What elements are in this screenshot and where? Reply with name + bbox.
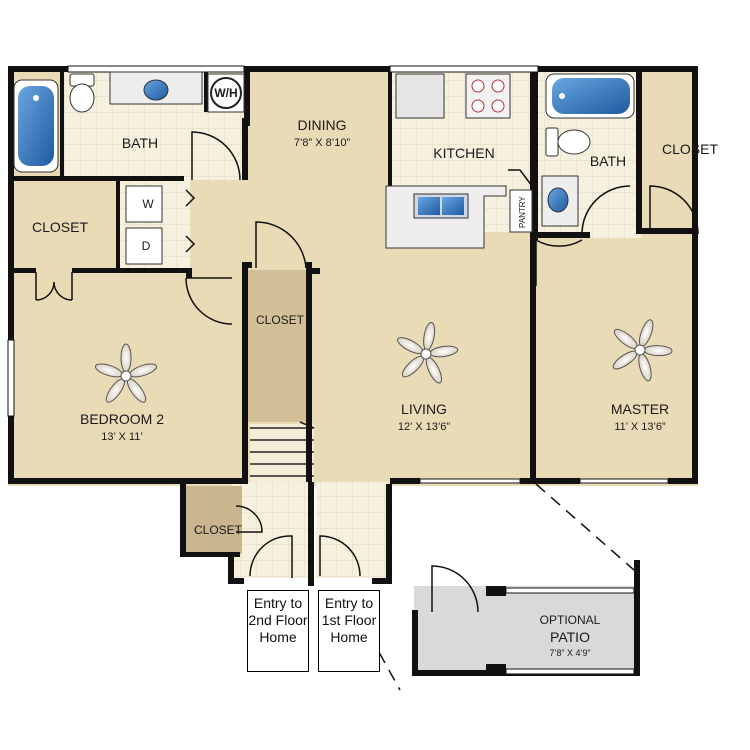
entry-second-floor: Entry to 2nd Floor Home <box>247 590 309 672</box>
closet-bottom-floor <box>186 486 242 554</box>
pantry: PANTRY <box>509 189 533 233</box>
bathtub-right <box>545 73 635 119</box>
stairs <box>250 421 315 482</box>
bath-right-label: BATH <box>590 153 626 169</box>
closet-left-floor <box>12 180 118 270</box>
closet-center-floor <box>246 270 306 422</box>
master-label: MASTER <box>611 401 669 417</box>
floor-entry-left <box>232 482 308 578</box>
bedroom2-dim: 13’ X 11’ <box>101 431 143 443</box>
kitchen-label: KITCHEN <box>433 145 494 161</box>
bathtub-left <box>13 79 59 173</box>
washer-dryer: W D <box>125 185 163 265</box>
patio-window <box>505 587 635 594</box>
closet-top-right-floor <box>642 72 698 234</box>
master-dim: 11’ X 13’6” <box>614 421 666 433</box>
closet-center-label: CLOSET <box>256 313 305 327</box>
dining-dim: 7’8” X 8’10” <box>294 137 351 149</box>
ceiling-fan-living <box>397 321 459 384</box>
patio-window-bottom <box>505 668 635 675</box>
floor-entry <box>316 482 388 578</box>
doors <box>35 131 699 613</box>
bath-left-label: BATH <box>122 135 158 151</box>
pantry-label: PANTRY <box>518 196 527 228</box>
living-label: LIVING <box>401 401 447 417</box>
toilet-right <box>545 127 591 157</box>
bedroom2-label: BEDROOM 2 <box>80 411 164 427</box>
closet-top-right-label: CLOSET <box>662 141 718 157</box>
dryer-label: D <box>142 239 151 253</box>
entry-second-floor-text: Entry to 2nd Floor Home <box>248 595 308 645</box>
entry-first-floor-text: Entry to 1st Floor Home <box>321 595 377 645</box>
window-bedroom <box>7 339 15 417</box>
living-dim: 12’ X 13’6” <box>398 421 451 433</box>
patio-label: PATIO <box>550 629 590 645</box>
kitchen-appliances <box>395 73 511 119</box>
sink-right <box>541 175 579 227</box>
patio-optional-label: OPTIONAL <box>540 613 601 627</box>
ceiling-fan-bedroom <box>94 343 158 403</box>
entry-first-floor: Entry to 1st Floor Home <box>318 590 380 672</box>
vanity-left <box>109 71 203 105</box>
patio-floor <box>414 586 640 674</box>
toilet-left <box>69 73 95 113</box>
closet-left-label: CLOSET <box>32 219 88 235</box>
window-kitchen-top <box>389 65 539 73</box>
water-heater-label: W/H <box>214 86 237 100</box>
window-bath-left-top <box>67 65 245 73</box>
kitchen-counter <box>385 185 507 249</box>
washer-label: W <box>142 197 154 211</box>
closet-bottom-label: CLOSET <box>194 523 243 537</box>
dining-label: DINING <box>298 117 347 133</box>
patio-dim: 7’8” X 4’9” <box>549 648 590 658</box>
window-master <box>579 478 669 484</box>
water-heater: W/H <box>207 73 245 113</box>
window-living <box>419 478 521 484</box>
ceiling-fan-master <box>612 319 673 382</box>
